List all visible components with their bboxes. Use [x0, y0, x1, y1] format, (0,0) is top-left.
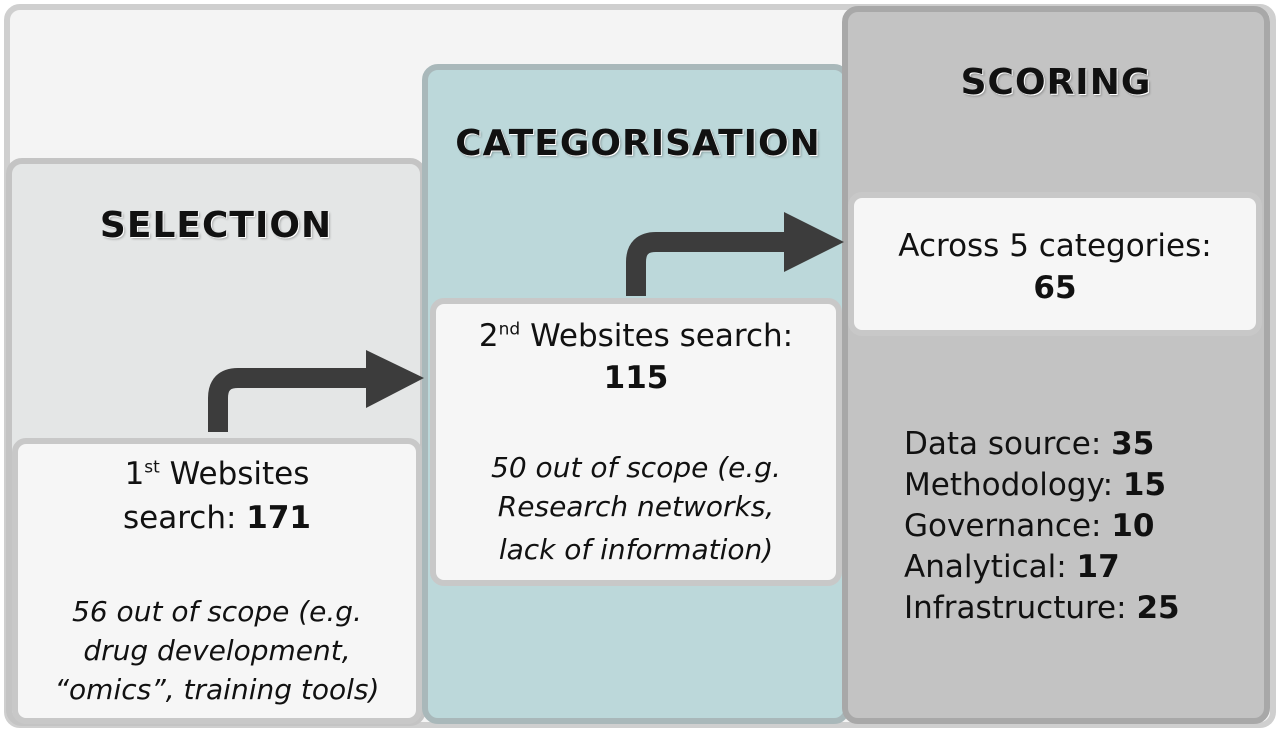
categorisation-title: CATEGORISATION	[455, 123, 821, 164]
category-value: 17	[1076, 549, 1120, 585]
category-value: 35	[1111, 426, 1155, 462]
scoring-title: SCORING	[960, 62, 1152, 103]
first-search-note-2: drug development,	[83, 634, 351, 667]
first-search-label-2: search:	[123, 500, 247, 536]
first-search-box: 1st Websites search: 171 56 out of scope…	[12, 438, 422, 724]
selection-title: SELECTION	[99, 205, 333, 246]
scoring-total-count: 65	[1033, 270, 1077, 306]
first-search-note-3: “omics”, training tools)	[54, 673, 380, 706]
first-search-count-line: search: 171	[18, 498, 416, 538]
category-row: Analytical: 17	[904, 547, 1180, 588]
second-search-label: Websites search:	[520, 318, 794, 354]
category-row: Infrastructure: 25	[904, 588, 1180, 629]
category-value: 25	[1136, 590, 1180, 626]
first-search-label: Websites	[159, 456, 310, 492]
second-search-box: 2nd Websites search: 115 50 out of scope…	[430, 298, 842, 586]
first-search-note-1: 56 out of scope (e.g.	[72, 595, 362, 628]
category-row: Methodology: 15	[904, 465, 1180, 506]
category-row: Data source: 35	[904, 424, 1180, 465]
second-search-note-3: lack of information)	[498, 533, 774, 566]
second-search-ordinal: 2	[478, 318, 499, 354]
category-counts: Data source: 35 Methodology: 15 Governan…	[904, 424, 1180, 629]
category-value: 15	[1122, 467, 1167, 503]
category-label: Analytical:	[904, 549, 1077, 585]
category-label: Methodology:	[904, 467, 1123, 503]
category-label: Governance:	[904, 508, 1112, 544]
category-label: Infrastructure:	[904, 590, 1137, 626]
second-search-heading: 2nd Websites search:	[436, 316, 836, 356]
second-search-note-1: 50 out of scope (e.g.	[491, 451, 781, 484]
category-row: Governance: 10	[904, 506, 1180, 547]
second-search-count: 115	[603, 360, 669, 396]
first-search-heading: 1st Websites	[18, 454, 416, 494]
first-search-count: 171	[246, 500, 311, 536]
scoring-panel	[842, 6, 1270, 724]
category-label: Data source:	[904, 426, 1112, 462]
category-value: 10	[1111, 508, 1155, 544]
second-search-note-2: Research networks,	[497, 490, 775, 523]
first-search-ordinal: 1	[124, 456, 145, 492]
second-search-ordinal-suffix: nd	[498, 319, 521, 340]
first-search-ordinal-suffix: st	[144, 457, 160, 478]
scoring-total-label: Across 5 categories:	[898, 228, 1212, 264]
scoring-total-box: Across 5 categories: 65	[848, 192, 1262, 336]
